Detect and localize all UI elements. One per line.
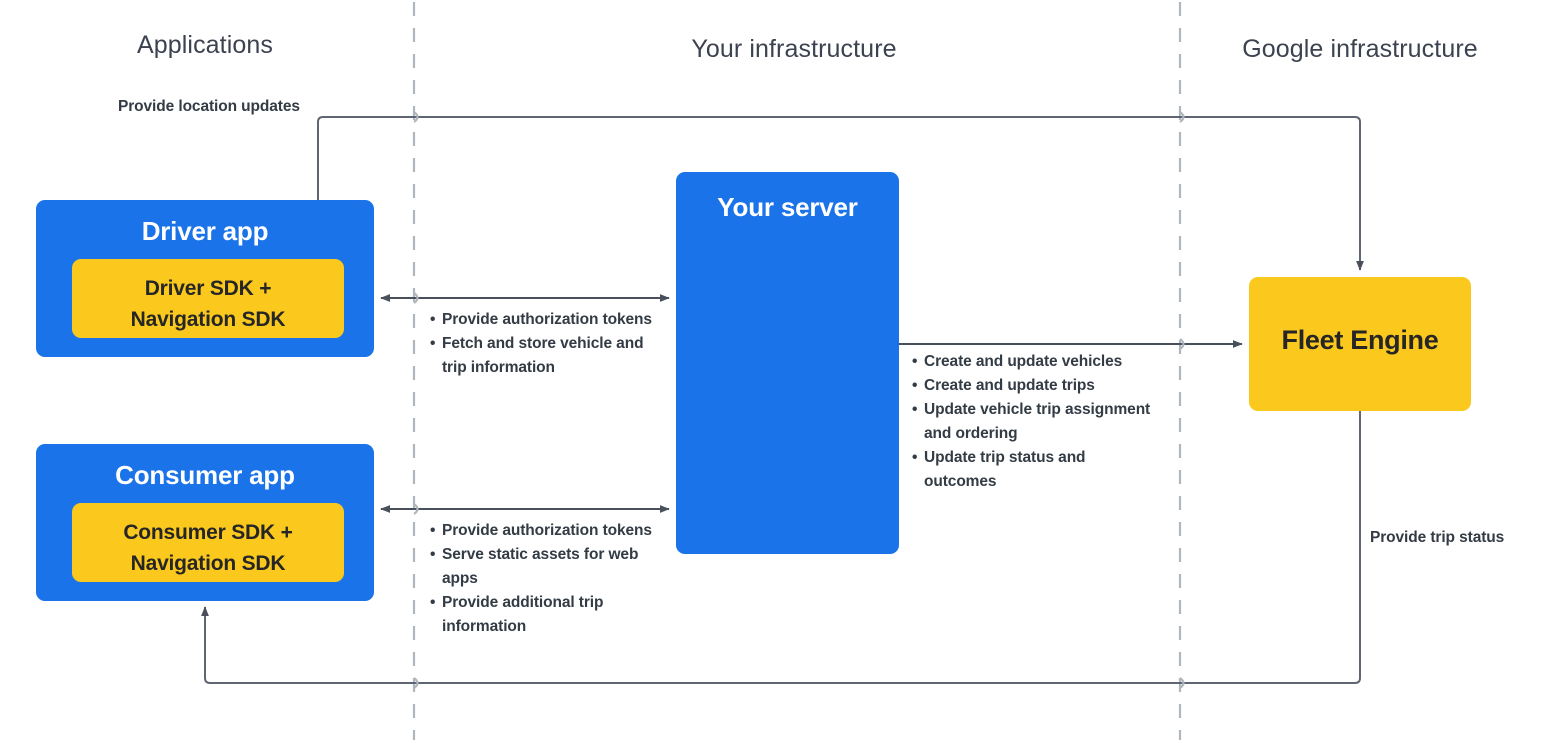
consumer-sdk-box[interactable]: Consumer SDK +Navigation SDK — [72, 503, 344, 582]
list-item: Provide authorization tokens — [430, 519, 660, 543]
list-item: Create and update trips — [912, 374, 1162, 398]
server-to-fleet-engine-bullets: Create and update vehiclesCreate and upd… — [912, 350, 1162, 494]
label-driver-to-server-list: Provide authorization tokensFetch and st… — [430, 308, 660, 380]
driver-sdk-label: Driver SDK +Navigation SDK — [130, 277, 286, 331]
label-provide-trip-status: Provide trip status — [1370, 529, 1505, 546]
list-item: Provide authorization tokens — [430, 308, 660, 332]
label-server-to-fleet-engine-list: Create and update vehiclesCreate and upd… — [912, 350, 1162, 494]
list-item: Update trip status and outcomes — [912, 446, 1162, 494]
consumer-app-box[interactable]: Consumer app Consumer SDK +Navigation SD… — [36, 444, 374, 601]
driver-sdk-box[interactable]: Driver SDK +Navigation SDK — [72, 259, 344, 338]
fleet-engine-title: Fleet Engine — [1281, 325, 1439, 355]
your-server-title: Your server — [717, 192, 858, 222]
column-header-applications: Applications — [136, 31, 273, 59]
fleet-engine-box[interactable]: Fleet Engine — [1249, 277, 1471, 411]
list-item: Provide additional trip information — [430, 591, 660, 639]
driver-to-server-bullets: Provide authorization tokensFetch and st… — [430, 308, 660, 380]
list-item: Fetch and store vehicle and trip informa… — [430, 332, 660, 380]
list-item: Update vehicle trip assignment and order… — [912, 398, 1162, 446]
label-provide-location-updates: Provide location updates — [118, 98, 300, 115]
list-item: Serve static assets for web apps — [430, 543, 660, 591]
list-item: Create and update vehicles — [912, 350, 1162, 374]
driver-app-box[interactable]: Driver app Driver SDK +Navigation SDK — [36, 200, 374, 357]
your-server-box[interactable]: Your server — [676, 172, 899, 554]
consumer-to-server-bullets: Provide authorization tokensServe static… — [430, 519, 660, 639]
consumer-app-title: Consumer app — [115, 460, 295, 490]
column-header-google-infrastructure: Google infrastructure — [1242, 35, 1478, 63]
driver-app-title: Driver app — [141, 216, 269, 246]
label-consumer-to-server-list: Provide authorization tokensServe static… — [430, 519, 660, 639]
consumer-sdk-label: Consumer SDK +Navigation SDK — [123, 521, 293, 575]
column-header-your-infrastructure: Your infrastructure — [691, 35, 897, 63]
